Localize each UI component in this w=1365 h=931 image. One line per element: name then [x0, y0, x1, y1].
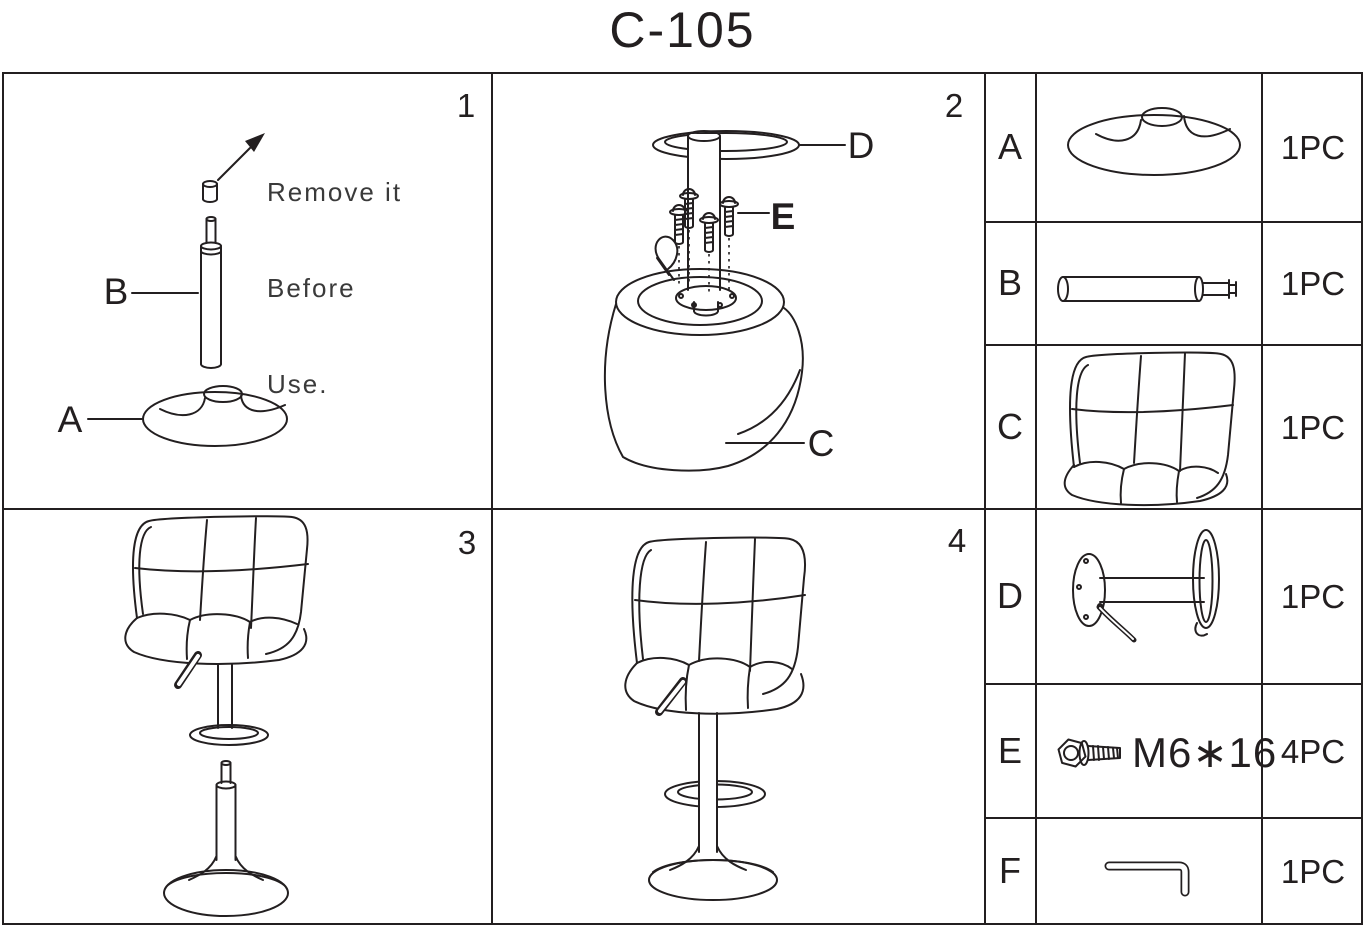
table-qty-b: 1PC	[1280, 265, 1346, 302]
table-letter-b: B	[997, 262, 1022, 303]
table-row-divider-ab	[984, 221, 1363, 223]
table-qty-c: 1PC	[1280, 409, 1346, 446]
table-letter-a: A	[997, 126, 1022, 167]
table-letter-e: E	[997, 730, 1022, 771]
table-letter-column-divider	[1035, 72, 1037, 925]
seat-underside-drawing	[605, 269, 803, 471]
assembled-stool-drawing	[625, 538, 805, 900]
step4-number: 4	[947, 522, 967, 559]
table-letter-d: D	[997, 575, 1023, 616]
remove-cap-arrow	[218, 133, 265, 180]
page-title: C-105	[609, 2, 756, 58]
gas-cylinder-drawing	[201, 217, 221, 368]
panel-divider-vertical	[491, 72, 493, 925]
step4-drawing	[493, 508, 984, 925]
part-c-drawing	[1036, 345, 1263, 508]
transport-cap-drawing	[203, 181, 217, 202]
note-line-3: Use.	[267, 369, 329, 399]
callout-label-b: B	[103, 271, 129, 312]
note-line-1: Remove it	[267, 177, 403, 207]
callout-label-d: D	[847, 125, 875, 166]
part-d-drawing	[1036, 509, 1263, 683]
round-base-drawing	[143, 386, 287, 446]
bolts-drawing	[670, 189, 738, 296]
step1-number: 1	[456, 87, 476, 124]
base-assembly-drawing	[164, 761, 288, 916]
footrest-ring-drawing	[653, 131, 799, 159]
part-b-drawing	[1036, 222, 1263, 344]
remove-before-use-note: Remove it Before Use.	[267, 112, 402, 464]
bolt-spec: M6∗16	[1132, 729, 1278, 776]
table-qty-f: 1PC	[1280, 853, 1346, 890]
table-qty-column-divider	[1261, 72, 1263, 925]
part-f-drawing	[1036, 818, 1263, 924]
step2-number: 2	[944, 87, 964, 124]
step2-drawing	[493, 72, 984, 508]
panel-divider-horizontal	[2, 508, 1363, 510]
part-a-drawing	[1036, 72, 1263, 221]
seat-assembly-drawing	[125, 516, 308, 745]
table-letter-f: F	[999, 850, 1021, 891]
diagram-frame	[2, 72, 1363, 925]
table-qty-a: 1PC	[1280, 129, 1346, 166]
step3-number: 3	[457, 524, 477, 561]
step3-drawing	[2, 508, 491, 925]
note-line-2: Before	[267, 273, 356, 303]
table-qty-d: 1PC	[1280, 578, 1346, 615]
table-row-divider-de	[984, 683, 1363, 685]
table-row-divider-ef	[984, 817, 1363, 819]
table-qty-e: 4PC	[1280, 733, 1346, 770]
part-e-drawing	[1036, 684, 1263, 817]
step1-drawing	[2, 133, 491, 508]
callout-label-a: A	[57, 399, 83, 440]
callout-label-e: E	[770, 196, 796, 237]
table-letter-c: C	[997, 406, 1023, 447]
callout-label-c: C	[807, 423, 835, 464]
table-left-border	[984, 72, 986, 925]
table-row-divider-bc	[984, 344, 1363, 346]
